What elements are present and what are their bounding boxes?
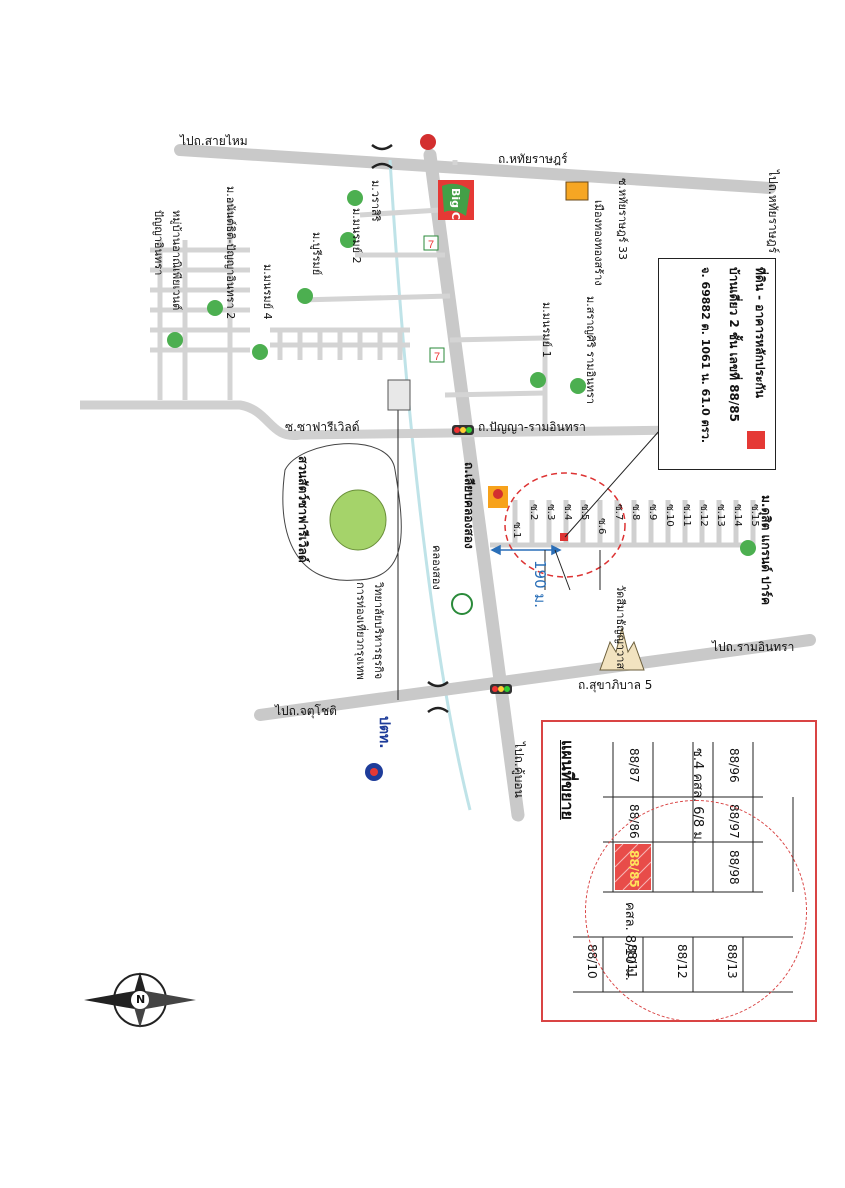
road-liap-khlong-song <box>423 148 525 822</box>
label-temple: วัดสีมาธัญญาวาส <box>614 585 627 670</box>
inset-grid <box>573 742 794 993</box>
seven-eleven-mark-2: 7 <box>434 351 440 363</box>
temple-icon <box>599 627 645 671</box>
label-warasiri: ม.วราสิริ <box>369 180 382 222</box>
soi-label: ซ.11 <box>681 504 692 527</box>
legend-line1: บ้านเดี่ยว 2 ชั้น เลขที่ 88/85 <box>727 267 741 422</box>
label-hathai-rat: ถ.หทัยราษฎร์ <box>498 152 568 166</box>
gas-station-drop <box>493 489 503 499</box>
inset-road-soi4: ซ.4 คสล. 6/8 ม. <box>690 748 705 844</box>
label-to-chatuchot: ไปถ.จตุโชติ <box>275 704 337 718</box>
inset-plot-88-87: 88/87 <box>627 748 641 783</box>
big-c-leaf <box>442 183 470 216</box>
soi-label: ซ.1 <box>511 522 522 539</box>
soi-label: ซ.9 <box>647 504 658 521</box>
soi-label: ซ.6 <box>596 518 607 535</box>
label-to-hathai-rat: ไปถ.หทัยราษฎร์ <box>766 170 780 254</box>
label-liap-khlong-song: ถ.เลียบคลองสอง <box>462 462 476 549</box>
soi-label: ซ.8 <box>630 504 641 521</box>
label-ptt: ปตท. <box>376 716 392 749</box>
soi-label: ซ.13 <box>715 504 726 527</box>
label-monrom1: ม.มนรมย์ 1 <box>540 302 553 358</box>
seven-eleven-icon <box>423 235 439 251</box>
soi-label: ซ.5 <box>579 504 590 521</box>
soi-label: ซ.14 <box>732 504 743 527</box>
label-mooban-panya: หมู่บ้านอาณิเพียเวนต์ ปัญญาอินทรา <box>152 210 183 311</box>
label-to-khu-bon: ไปถ.คู้บอน <box>512 742 526 798</box>
soi-label: ซ.2 <box>528 504 539 521</box>
seven-eleven-mark: 7 <box>428 239 434 251</box>
label-khlong-song: คลองสอง <box>430 545 443 590</box>
inset-plot-88-85: 88/85 <box>627 850 641 888</box>
label-safari-park: สวนสัตว์ซาฟารีเวิลด์ <box>296 456 310 563</box>
inset-plot-88-11: 88/11 <box>625 944 639 979</box>
market-icon <box>565 181 589 201</box>
tree-icons <box>167 190 756 556</box>
road-hathai-rat <box>174 144 776 194</box>
soi-label: ซ.12 <box>698 504 709 527</box>
label-monrom4: ม.มนรมย์ 4 <box>261 264 274 320</box>
legend-swatch <box>747 431 765 449</box>
soi-label: ซ.15 <box>749 504 760 527</box>
inset-plot-88-12: 88/12 <box>675 944 689 979</box>
side-roads-right <box>444 160 548 430</box>
label-surom: ม.บูรีรมย์ <box>310 232 323 276</box>
soi-label: ซ.3 <box>545 504 556 521</box>
road-safari-world <box>80 400 681 441</box>
legend-title: ที่ดิน - อาคารหลักประกัน <box>753 267 767 398</box>
target-area-circle <box>504 472 626 578</box>
compass-icon <box>84 972 196 1028</box>
safari-park-icon <box>329 489 387 551</box>
inset-plot-88-13: 88/13 <box>725 944 739 979</box>
road-sukhaphiban5 <box>254 634 816 721</box>
inset-plot-88-98: 88/98 <box>727 850 741 885</box>
ptt-station-icon <box>451 593 473 615</box>
side-roads-left <box>150 200 451 400</box>
label-to-ramintra: ไปถ.รามอินทรา <box>712 640 795 654</box>
inset-map: แผนที่ขยาย 88/87 88/86 88/85 ซ.4 คสล. 6/… <box>541 720 817 1022</box>
safari-park-outline <box>282 443 402 581</box>
inset-plot-88-97: 88/97 <box>727 804 741 839</box>
label-big-c: Big C <box>449 188 462 220</box>
soi-label: ซ.10 <box>664 504 675 527</box>
soi-roads <box>490 500 756 548</box>
legend-line2: จ. 69882 ต. 1061 น. 61.0 ตรว. <box>699 267 712 444</box>
bridge-icon <box>371 143 449 714</box>
soi-label: ซ.7 <box>613 504 624 521</box>
label-ananthiti: ม.อนันต์ธิติ-ปัญญาอินทรา 2 <box>224 186 237 320</box>
label-market: เมืองทองทองสร้าง <box>592 200 605 286</box>
canal-khlong-song <box>388 159 472 811</box>
college-building-icon <box>387 379 411 411</box>
label-college: วิทยาลัยบริหารธุรกิจ การท่องเที่ยวกรุงเท… <box>354 582 385 680</box>
soi-label: ซ.4 <box>562 504 573 521</box>
legend-box: ที่ดิน - อาคารหลักประกัน บ้านเดี่ยว 2 ชั… <box>658 258 776 470</box>
ptt-drop <box>370 768 378 776</box>
label-sukhaphiban5: ถ.สุขาภิบาล 5 <box>578 678 653 692</box>
traffic-light-icon <box>452 425 512 694</box>
label-safari-world-soi: ซ.ซาฟารีเวิลด์ <box>285 420 360 434</box>
label-panya-ramintra: ถ.ปัญญา-รามอินทรา <box>478 420 586 434</box>
label-hathai-rat-33: ซ.หทัยราษฎร์ 33 <box>616 178 629 261</box>
inset-plot-88-96: 88/96 <box>727 748 741 783</box>
label-to-sai-mai: ไปถ.สายไหม <box>180 134 248 148</box>
label-compass-n: N <box>136 993 146 1006</box>
label-distance: 190 ม. <box>531 560 549 609</box>
restaurant-icon <box>420 134 436 150</box>
label-saranpatsiri: ม.สราญศิริ รามอินทรา <box>584 296 597 405</box>
inset-plot-88-10: 88/10 <box>585 944 599 979</box>
seven-eleven-icon-2 <box>429 347 445 363</box>
pointer-lines <box>397 390 661 700</box>
inset-title: แผนที่ขยาย <box>558 740 577 820</box>
label-monrom2: ม.มนรมย์ 2 <box>350 208 363 264</box>
target-property-marker <box>560 533 568 541</box>
inset-plot-88-86: 88/86 <box>627 804 641 839</box>
